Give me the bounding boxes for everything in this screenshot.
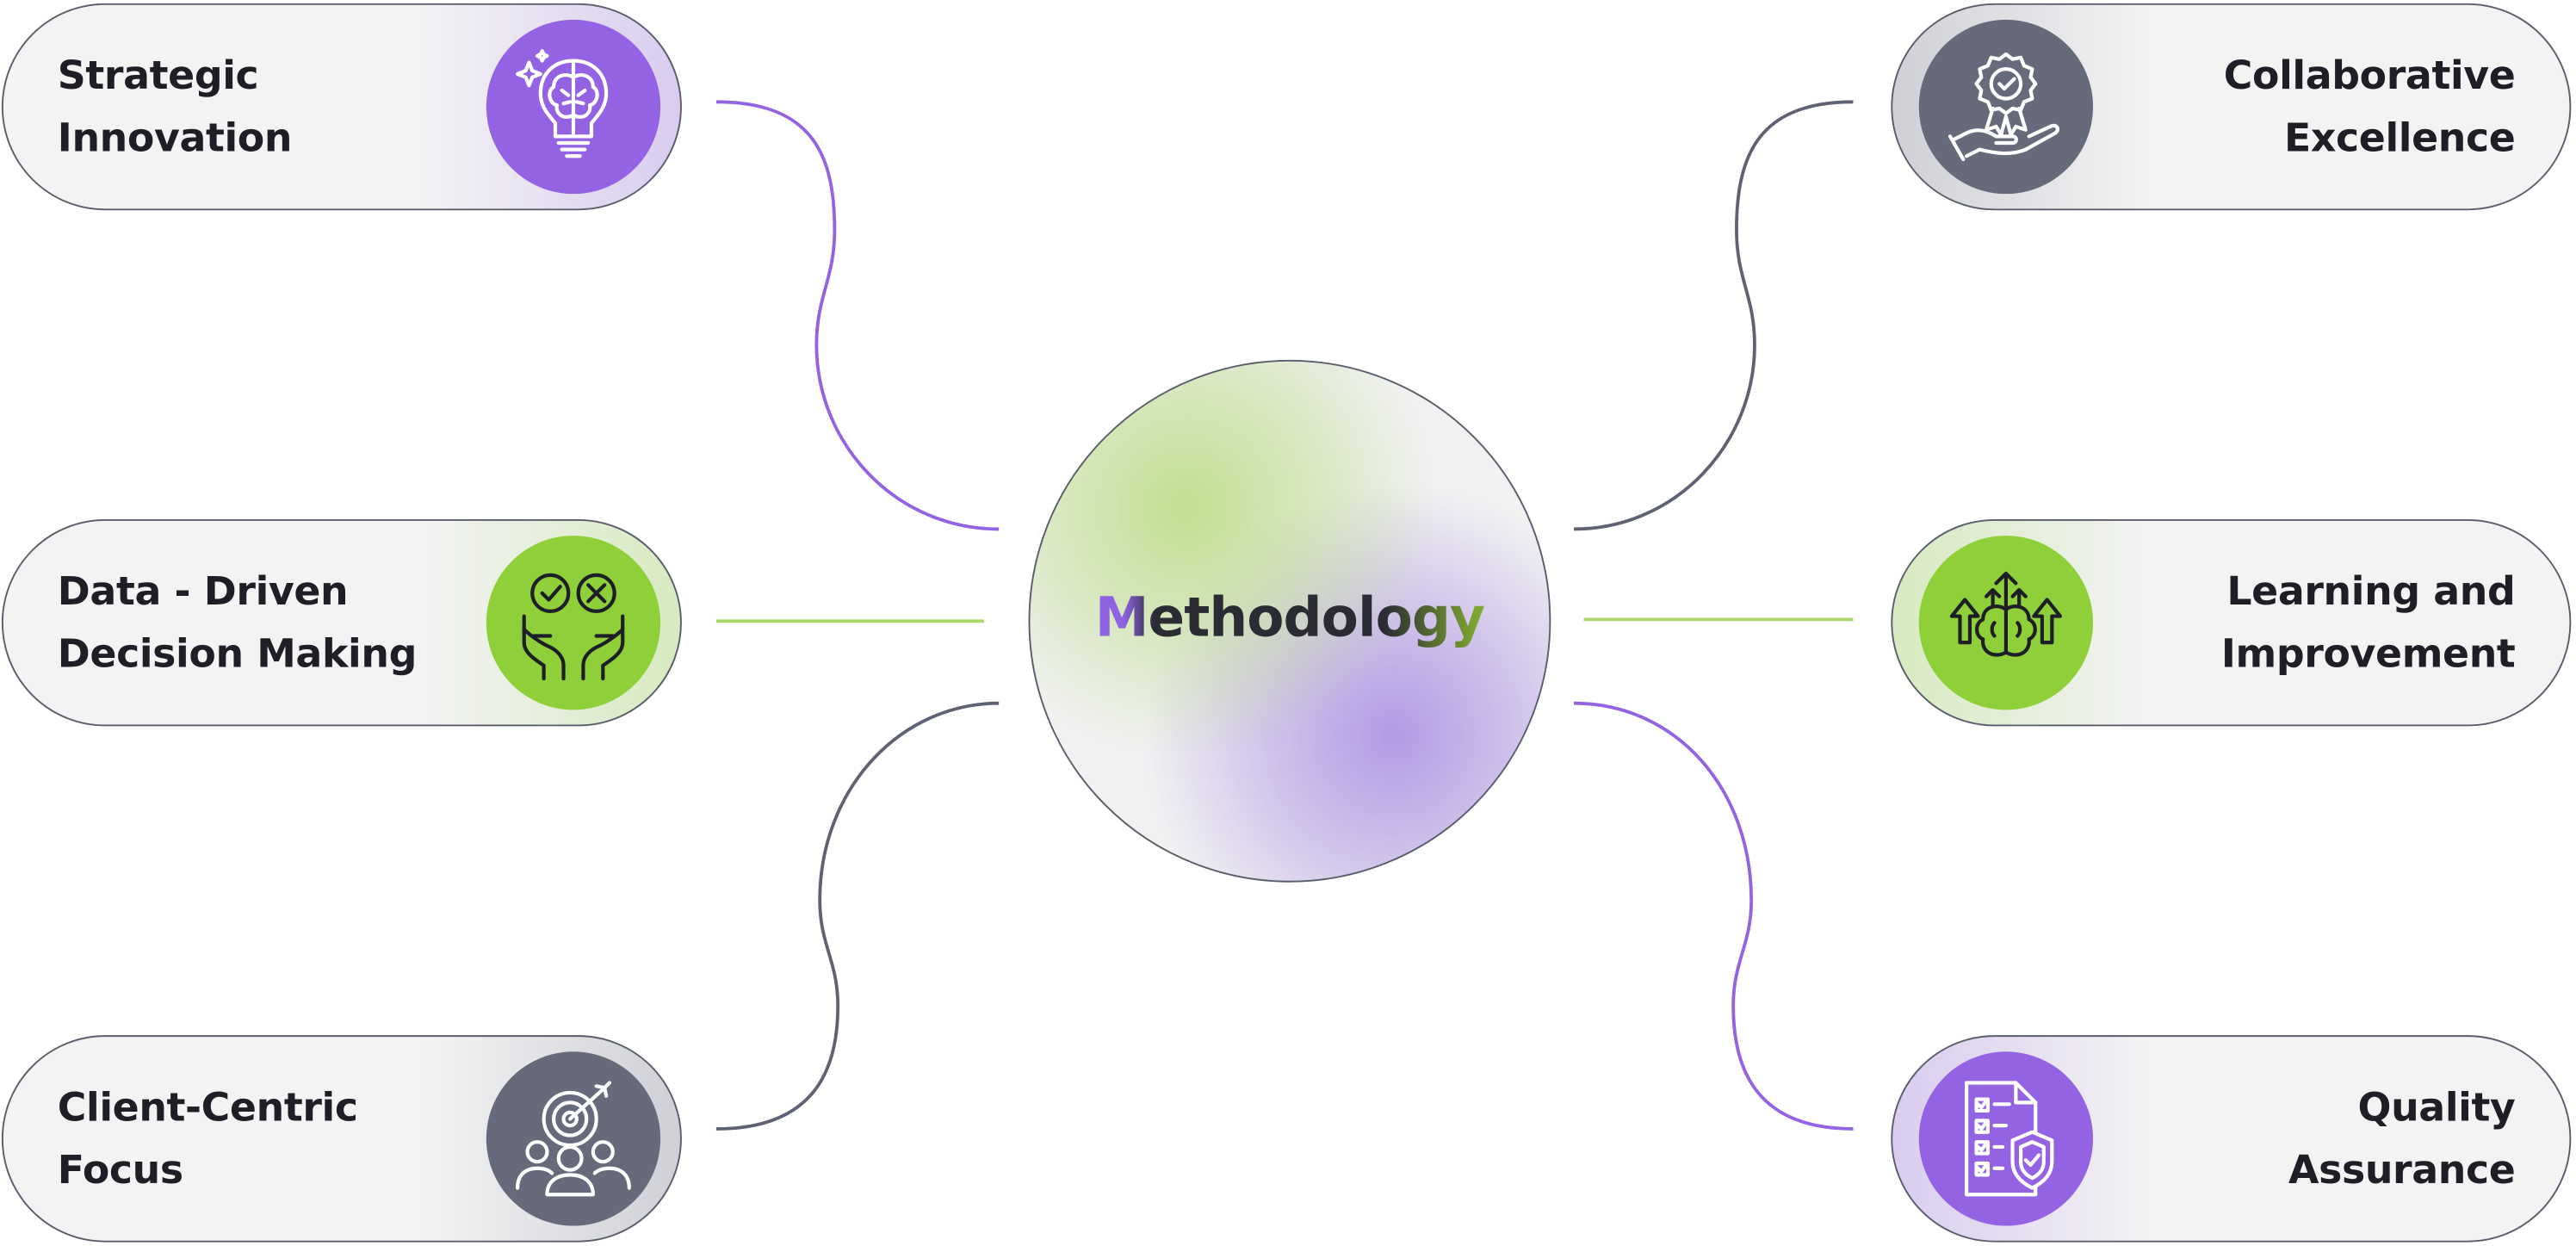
node-learning-and-improvement: Learning and Improvement — [1891, 518, 2572, 727]
connector-collaborative-excellence — [1574, 100, 1854, 531]
node-data-driven-decision-making: Data - Driven Decision Making — [1, 518, 682, 727]
node-label: Collaborative Excellence — [2224, 45, 2516, 170]
node-collaborative-excellence: Collaborative Excellence — [1891, 3, 2572, 211]
node-client-centric-focus: Client-Centric Focus — [1, 1035, 682, 1243]
node-label-line: Innovation — [57, 115, 293, 162]
checklist-shield-icon — [1918, 1051, 2094, 1226]
node-label: Learning and Improvement — [2221, 561, 2516, 685]
node-label-line: Focus — [57, 1146, 183, 1193]
node-label-line: Learning and — [2226, 568, 2516, 615]
node-label: Strategic Innovation — [57, 45, 293, 170]
node-label: Data - Driven Decision Making — [57, 561, 418, 685]
hands-decision-icon — [486, 536, 661, 710]
node-label-line: Decision Making — [57, 630, 418, 678]
node-label-line: Client-Centric — [57, 1084, 358, 1131]
center-title: Methodology — [1030, 585, 1549, 648]
brain-lightbulb-icon — [486, 19, 661, 195]
connector-strategic-innovation — [715, 100, 1000, 531]
node-label-line: Data - Driven — [57, 568, 349, 615]
target-team-icon — [486, 1051, 661, 1226]
node-quality-assurance: Quality Assurance — [1891, 1035, 2572, 1243]
center-node: Methodology — [1028, 359, 1551, 883]
node-label-line: Collaborative — [2223, 53, 2516, 99]
node-strategic-innovation: Strategic Innovation — [1, 3, 682, 211]
node-label-line: Quality — [2357, 1084, 2516, 1131]
node-label: Quality Assurance — [2288, 1076, 2516, 1201]
award-hand-icon — [1918, 19, 2094, 195]
node-label-line: Strategic — [57, 53, 259, 99]
connector-quality-assurance — [1574, 701, 1854, 1131]
connector-client-centric — [715, 701, 1000, 1131]
node-label: Client-Centric Focus — [58, 1076, 358, 1201]
node-label-line: Excellence — [2283, 115, 2516, 162]
node-label-line: Assurance — [2288, 1146, 2516, 1193]
node-label-line: Improvement — [2220, 630, 2516, 678]
brain-growth-icon — [1918, 536, 2094, 710]
